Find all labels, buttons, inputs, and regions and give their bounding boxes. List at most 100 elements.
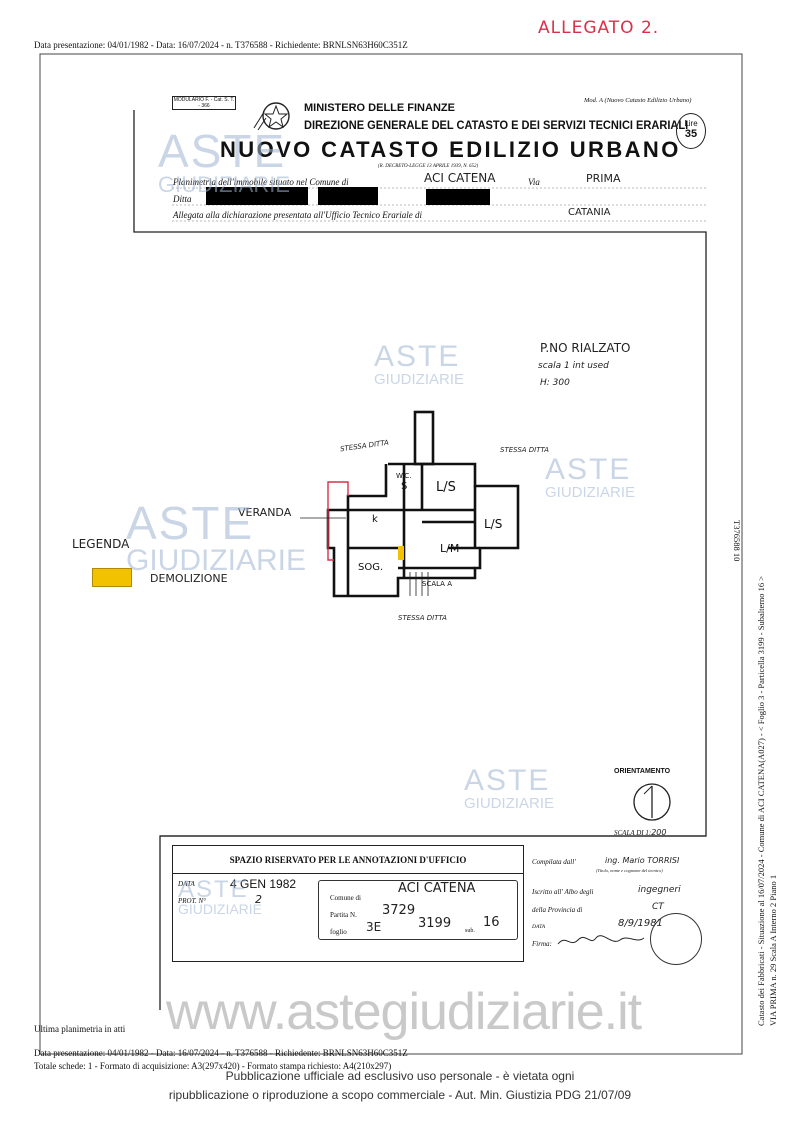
via-label: Via (528, 177, 540, 187)
redaction-3 (426, 189, 490, 205)
cadastral-stamp (318, 880, 518, 940)
engineer-seal-icon (650, 913, 702, 965)
watermark-2: ASTE GIUDIZIARIE (374, 340, 465, 388)
label-stessa-ditta-bottom: STESSA DITTA (398, 614, 447, 622)
floor-note-level: P.NO RIALZATO (540, 341, 631, 355)
data2-value: 8/9/1981 (618, 918, 663, 929)
side-code: T376588 10 (732, 520, 742, 562)
redaction-1 (206, 187, 308, 205)
scale-value: 200 (651, 828, 667, 837)
handwritten-allegato: ALLEGATO 2. (538, 18, 660, 38)
watermark-5: ASTE GIUDIZIARIE (464, 764, 555, 812)
floor-plan (300, 410, 520, 598)
iscritto-label: Iscritto all' Albo degli (532, 888, 594, 896)
stamp-foglio-value: 3E (366, 920, 382, 934)
watermark-5-big: ASTE (464, 764, 551, 797)
watermark-3: ASTE GIUDIZIARIE (545, 453, 636, 501)
ufficio-value: CATANIA (568, 207, 611, 218)
watermark-5-small: GIUDIZIARIE (464, 795, 555, 812)
data-value: 4 GEN 1982 (230, 877, 297, 891)
via-value: PRIMA (586, 172, 621, 185)
model-reference: Mod. A (Nuovo Catasto Edilizio Urbano) (584, 97, 692, 104)
disclaimer-line-1: Pubblicazione ufficiale ad esclusivo uso… (225, 1069, 575, 1083)
plan-veranda-red (327, 481, 349, 561)
label-stessa-ditta-right: STESSA DITTA (500, 446, 549, 454)
allegata-label: Allegata alla dichiarazione presentata a… (173, 210, 422, 220)
office-annotation-box: SPAZIO RISERVATO PER LE ANNOTAZIONI D'UF… (172, 845, 524, 962)
watermark-4: ASTE GIUDIZIARIE (126, 500, 306, 576)
iscritto-value: ingegneri (638, 885, 681, 895)
lire-label: Lire (684, 119, 698, 128)
room-ls-2: L/S (484, 517, 503, 531)
watermark-1-small: GIUDIZIARIE (158, 172, 291, 197)
room-sog: SOG. (358, 562, 384, 573)
stamp-partita-value: 3729 (382, 903, 416, 918)
legend-demolizione: DEMOLIZIONE (150, 572, 228, 585)
stamp-sub-value: 16 (483, 915, 500, 930)
orientamento-label: ORIENTAMENTO (614, 768, 671, 775)
watermark-3-big: ASTE (545, 453, 632, 486)
provincia-value: CT (652, 902, 664, 912)
room-wc: W.C. (396, 472, 412, 480)
disclaimer-line-2: ripubblicazione o riproduzione a scopo c… (168, 1088, 632, 1102)
header-info-line: Data presentazione: 04/01/1982 - Data: 1… (34, 40, 408, 50)
side-line-situation: Catasto dei Fabbricati - Situazione al 1… (756, 575, 766, 1026)
ultima-planimetria: Ultima planimetria in atti (34, 1024, 126, 1034)
stamp-sub-label: sub. (465, 928, 475, 934)
watermark-6: ASTE GIUDIZIARIE (178, 876, 263, 917)
planimetria-label: Planimetria dell'immobile situato nel Co… (173, 177, 349, 187)
legend-title: LEGENDA (72, 537, 130, 551)
scale-label: SCALA DI 1:200 (614, 828, 667, 837)
room-k: k (372, 514, 378, 525)
prot-label: PROT. N° (178, 897, 206, 905)
watermark-6-big: ASTE (178, 876, 249, 903)
ministry-name: MINISTERO DELLE FINANZE (304, 102, 455, 114)
ditta-label: Ditta (173, 194, 192, 204)
redaction-2 (318, 187, 378, 205)
stamp-foglio-label: foglio (330, 928, 347, 936)
office-annotation-title: SPAZIO RISERVATO PER LE ANNOTAZIONI D'UF… (173, 846, 523, 874)
room-lm: L/M (440, 542, 460, 555)
data-label: DATA (178, 880, 195, 888)
watermark-1-big: ASTE (158, 125, 287, 177)
watermark-2-small: GIUDIZIARIE (374, 371, 465, 388)
floor-note-height: H: 300 (540, 378, 570, 388)
footer-line-2: Totale schede: 1 - Formato di acquisizio… (34, 1061, 392, 1071)
watermark-2-big: ASTE (374, 340, 461, 373)
provincia-label: della Provincia di (532, 906, 583, 914)
prot-value: 2 (255, 893, 262, 906)
label-veranda: VERANDA (238, 506, 292, 519)
stamp-partita-label: Partita N. (330, 911, 357, 919)
compass-icon (633, 783, 671, 821)
plan-demolition-mark (398, 546, 404, 560)
legend-swatch (92, 568, 132, 587)
compilata-hint: (Titolo, nome e cognome del tecnico) (596, 868, 663, 873)
stamp-comune-value: ACI CATENA (398, 881, 476, 896)
plan-upper-block (413, 410, 435, 466)
watermark-6-small: GIUDIZIARIE (178, 901, 263, 917)
firma-label: Firma: (532, 940, 552, 948)
stamp-particella-value: 3199 (418, 916, 452, 931)
modulario-box: MODULARIO F. - Cat. S. T. - 366 (172, 96, 236, 110)
watermark-4-small: GIUDIZIARIE (126, 544, 307, 577)
room-scala: SCALA A (422, 580, 452, 588)
floor-note-scale: scala 1 int used (538, 361, 609, 371)
watermark-3-small: GIUDIZIARIE (545, 484, 636, 501)
decree-reference: (R. DECRETO-LEGGE 13 APRILE 1939, N. 652… (378, 164, 479, 169)
data2-label: DATA (532, 924, 546, 930)
lire-stamp: Lire 35 (676, 113, 706, 149)
form-title: NUOVO CATASTO EDILIZIO URBANO (220, 137, 681, 162)
side-line-address: VIA PRIMA n. 29 Scala A Interno 2 Piano … (768, 874, 778, 1026)
compilata-value: ing. Mario TORRISI (605, 856, 680, 865)
lire-value: 35 (684, 128, 698, 140)
stamp-comune-label: Comune di (330, 894, 361, 902)
room-s: S (401, 481, 408, 492)
republic-emblem-icon (253, 102, 290, 131)
watermark-4-big: ASTE (126, 497, 255, 549)
footer-line-1: Data presentazione: 04/01/1982 - Data: 1… (34, 1048, 408, 1058)
scale-prefix: SCALA DI 1: (614, 829, 652, 837)
website-watermark: www.astegiudiziarie.it (166, 983, 642, 1041)
watermark-1: ASTE GIUDIZIARIE (158, 128, 290, 196)
directorate-name: DIREZIONE GENERALE DEL CATASTO E DEI SER… (304, 118, 689, 132)
comune-value: ACI CATENA (424, 171, 496, 185)
